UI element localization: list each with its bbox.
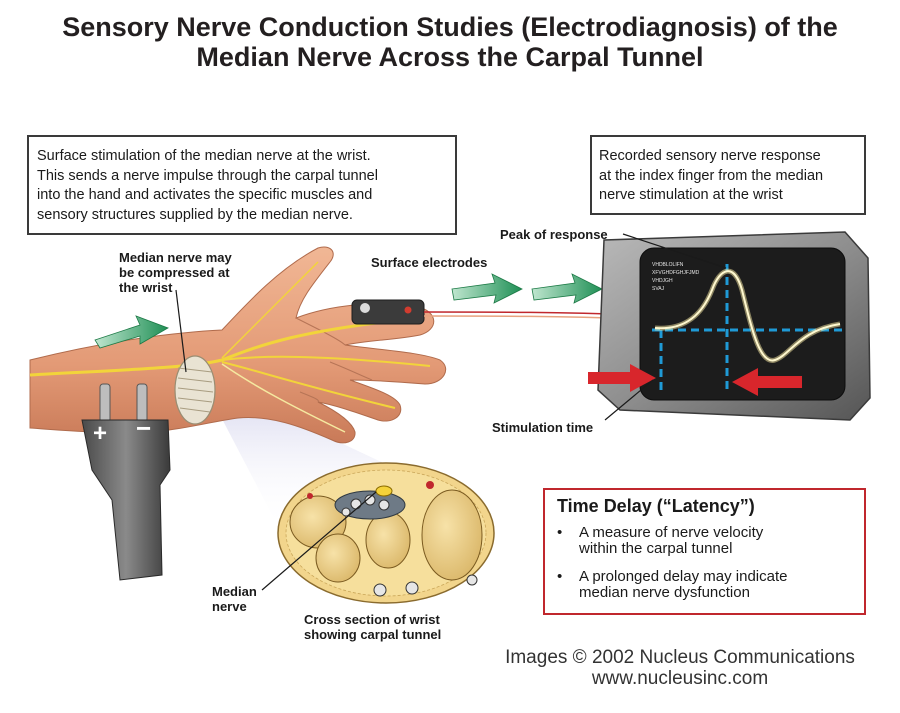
stim-desc-line-1: Surface stimulation of the median nerve … — [37, 148, 371, 164]
surface-electrodes-label: Surface electrodes — [371, 255, 488, 270]
minus-symbol: − — [136, 413, 151, 443]
bullet: • — [557, 568, 563, 585]
median-nerve-line-1: Median — [212, 584, 257, 599]
title-line-2: Median Nerve Across the Carpal Tunnel — [196, 42, 704, 72]
wrist-cross-section — [277, 462, 495, 604]
credit-line-1: Images © 2002 Nucleus Communications — [505, 647, 855, 668]
latency-item-1-line-2: within the carpal tunnel — [579, 540, 733, 557]
median-nerve-line-2: nerve — [212, 599, 247, 614]
screen-text-1: VHDBLOLIFN — [652, 262, 684, 268]
plus-symbol: + — [93, 420, 107, 447]
bullet: • — [557, 524, 563, 541]
svg-text:VHDBLOLIFN XFVGHDFGHJFJMD: VHDBLOLIFN XFVGHDFGHJFJMD VHDJGH SVAJ — [652, 262, 701, 292]
peak-of-response-label: Peak of response — [500, 227, 608, 242]
signal-arrows — [94, 273, 603, 349]
resp-desc-line-1: Recorded sensory nerve response — [599, 148, 821, 164]
median-compressed-line-1: Median nerve may — [119, 250, 232, 265]
image-credit: Images © 2002 Nucleus Communications www… — [460, 647, 900, 689]
page-title: Sensory Nerve Conduction Studies (Electr… — [0, 12, 900, 72]
screen-text-4: SVAJ — [652, 286, 665, 292]
oscilloscope-monitor — [597, 231, 871, 421]
latency-heading: Time Delay (“Latency”) — [557, 496, 755, 516]
credit-url: www.nucleusinc.com — [591, 668, 769, 689]
resp-desc-line-2: at the index finger from the median — [599, 167, 824, 184]
stim-desc-line-4: sensory structures supplied by the media… — [37, 206, 353, 223]
stimulation-time-label: Stimulation time — [492, 420, 594, 435]
cross-section-line-2: showing carpal tunnel — [304, 627, 442, 642]
latency-list: • A measure of nerve velocity within the… — [557, 525, 864, 601]
red-arrow-right — [732, 368, 802, 396]
median-nerve-label: Median nerve — [212, 584, 257, 614]
latency-box: Time Delay (“Latency”) • A measure of ne… — [543, 488, 866, 615]
cross-section-label: Cross section of wrist showing carpal tu… — [304, 612, 441, 642]
median-compressed-label: Median nerve may be compressed at the wr… — [119, 250, 232, 295]
stimulation-description-box: Surface stimulation of the median nerve … — [27, 135, 457, 235]
red-arrow-left — [588, 364, 656, 392]
latency-item: • A measure of nerve velocity within the… — [557, 525, 864, 557]
title-line-1: Sensory Nerve Conduction Studies (Electr… — [62, 12, 838, 42]
resp-desc-line-3: nerve stimulation at the wrist — [599, 187, 783, 203]
latency-item-1-line-1: A measure of nerve velocity — [579, 524, 764, 541]
hand-illustration — [29, 246, 447, 444]
cross-section-line-1: Cross section of wrist — [304, 612, 440, 627]
median-compressed-line-2: be compressed at — [119, 265, 230, 280]
response-description-box: Recorded sensory nerve response at the i… — [590, 135, 866, 215]
screen-text-2: XFVGHDFGHJFJMD — [652, 270, 700, 276]
latency-item-2-line-2: median nerve dysfunction — [579, 584, 750, 601]
surface-electrode — [351, 299, 641, 325]
median-compressed-line-3: the wrist — [119, 280, 173, 295]
latency-item: • A prolonged delay may indicate median … — [557, 569, 864, 601]
screen-text-3: VHDJGH — [652, 278, 673, 284]
leader-lines — [175, 233, 727, 591]
stim-desc-line-3: into the hand and activates the specific… — [37, 187, 373, 203]
stimulator-probe — [81, 383, 171, 581]
latency-item-2-line-1: A prolonged delay may indicate — [579, 568, 788, 585]
stim-desc-line-2: This sends a nerve impulse through the c… — [37, 167, 378, 184]
